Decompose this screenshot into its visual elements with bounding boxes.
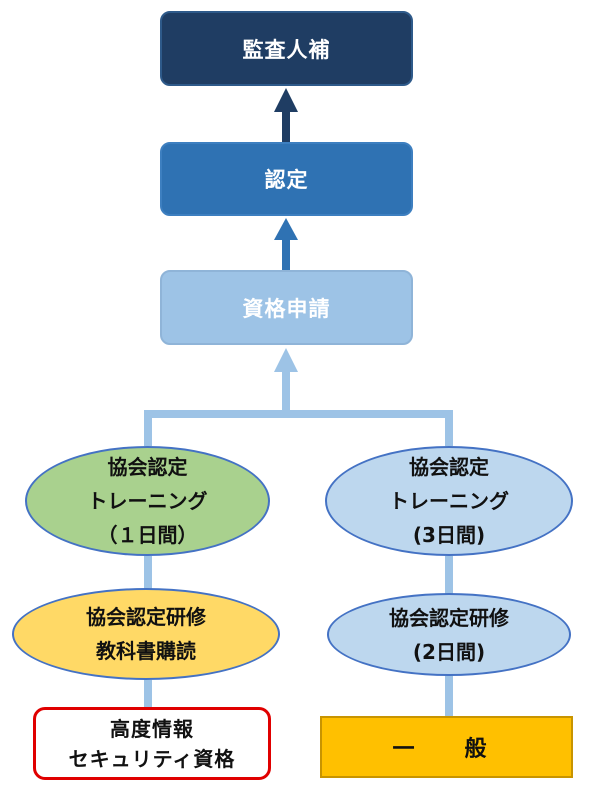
- koudo-security-line-2: セキュリティ資格: [68, 746, 236, 771]
- training-3day-line-3: (3日間): [412, 523, 486, 547]
- arrowhead-nintei: [274, 218, 298, 240]
- training-1day-line-2: トレーニング: [87, 489, 208, 513]
- kenshu-2day-line-2: (2日間): [412, 639, 486, 664]
- node-nintei: 認定: [160, 142, 413, 216]
- training-1day-line-3: （１日間）: [97, 523, 198, 547]
- node-shikaku-shinsei-label: 資格申請: [242, 296, 331, 321]
- node-kansanin-ho: 監査人補: [160, 11, 413, 86]
- training-3day-line-1: 協会認定: [409, 455, 489, 479]
- node-shikaku-shinsei: 資格申請: [160, 270, 413, 345]
- node-ippan-label: 一 般: [392, 737, 501, 762]
- node-koudo-security: 高度情報 セキュリティ資格: [33, 707, 271, 780]
- node-training-1day: 協会認定 トレーニング （１日間）: [25, 446, 270, 556]
- kenshu-2day-line-1: 協会認定研修: [389, 605, 509, 630]
- training-1day-line-1: 協会認定: [107, 455, 188, 479]
- koudo-security-line-1: 高度情報: [110, 716, 194, 741]
- node-kansanin-ho-label: 監査人補: [242, 37, 331, 62]
- node-ippan: 一 般: [320, 716, 573, 778]
- arrowhead-shikaku: [274, 348, 298, 372]
- kenshu-textbook-line-1: 協会認定研修: [86, 605, 206, 629]
- node-kenshu-textbook: 協会認定研修 教科書購読: [12, 588, 280, 680]
- training-3day-line-2: トレーニング: [389, 489, 509, 513]
- kenshu-textbook-line-2: 教科書購読: [96, 639, 196, 663]
- node-training-3day: 協会認定 トレーニング (3日間): [325, 446, 573, 556]
- node-kenshu-2day: 協会認定研修 (2日間): [327, 593, 571, 676]
- arrowhead-kansa: [274, 88, 298, 112]
- node-nintei-label: 認定: [264, 168, 309, 192]
